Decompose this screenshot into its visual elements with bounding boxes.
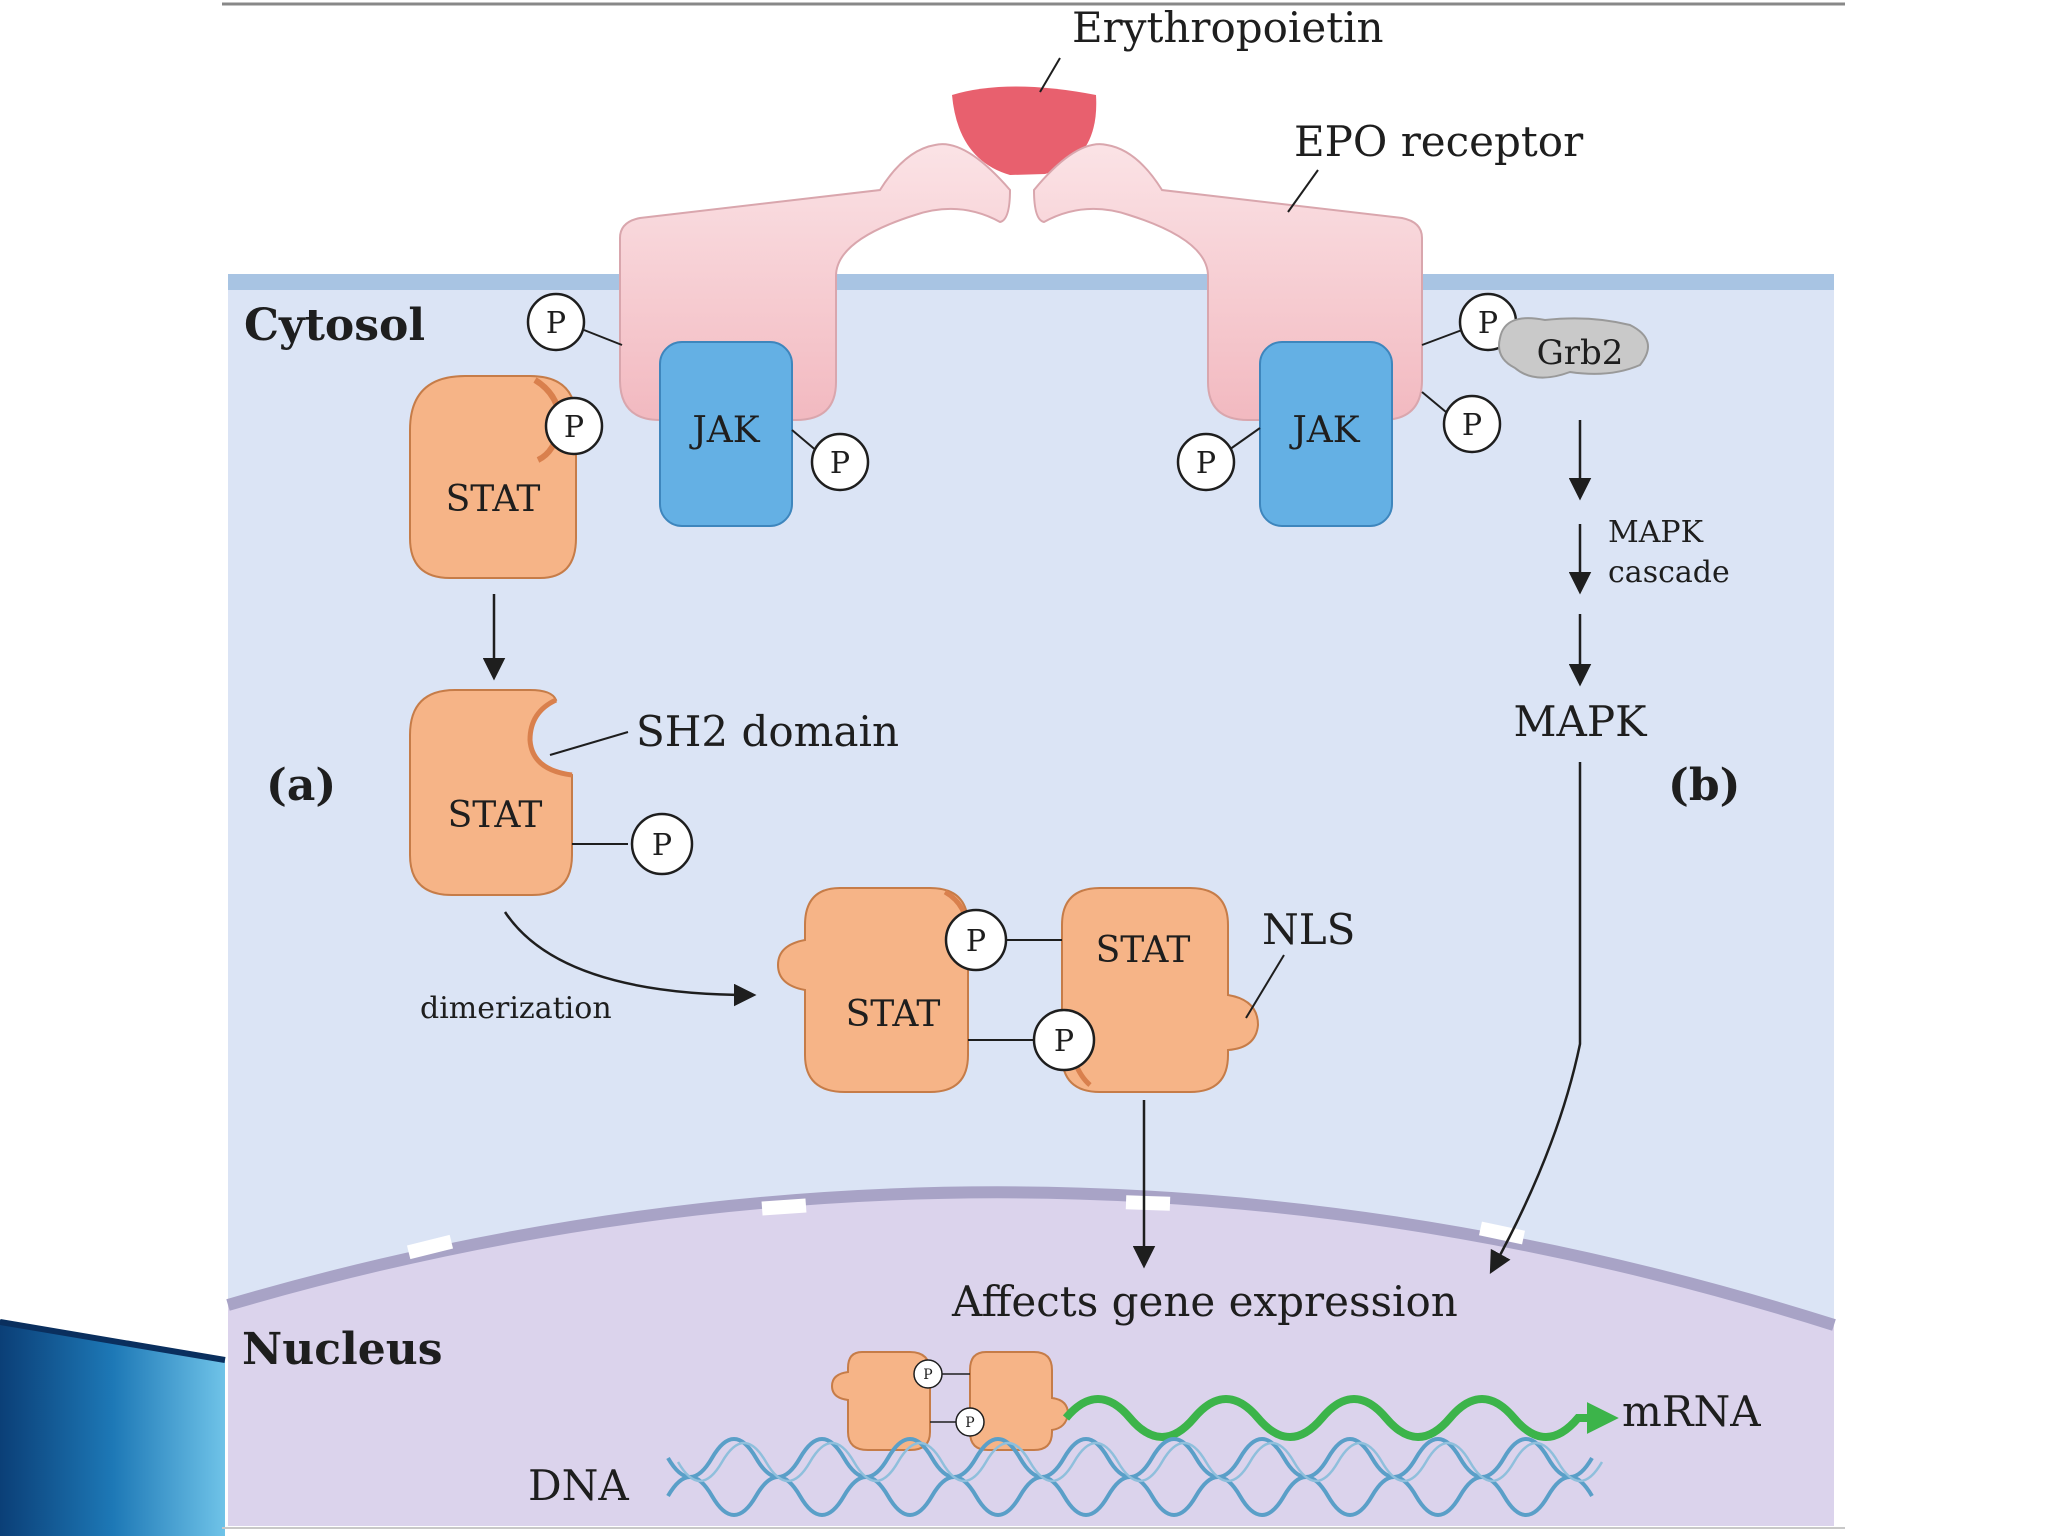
phospho-link	[791, 429, 819, 453]
stat-bound-label: STAT	[446, 479, 541, 520]
phosphate-label: P	[1462, 408, 1482, 443]
stat-dimer-right-label: STAT	[1096, 930, 1191, 971]
stat-dimer-on-dna: P P	[830, 1351, 1070, 1451]
nuclear-pore	[1479, 1221, 1525, 1245]
phosphate-receptor-right-lower	[1442, 394, 1502, 454]
erythropoietin-ligand	[952, 86, 1097, 175]
arrow-mapk-to-nucleus	[1489, 762, 1582, 1274]
grb2-adapter	[1498, 317, 1649, 379]
nucleus-label: Nucleus	[242, 1324, 442, 1375]
phosphate-label: P	[1478, 306, 1498, 341]
jak-left-label: JAK	[688, 410, 760, 451]
mapk-cascade-label-line1: MAPK	[1608, 515, 1704, 550]
dna-label: DNA	[528, 1461, 629, 1510]
stat-phosphorylated-label: STAT	[448, 795, 543, 836]
epo-receptor-leader	[1287, 169, 1319, 213]
nls-leader	[1245, 954, 1285, 1019]
jak-right	[1259, 341, 1393, 527]
mrna-label: mRNA	[1622, 1387, 1761, 1436]
stat-dimer-left	[776, 887, 969, 1093]
nuclear-pore	[406, 1234, 454, 1260]
phosphate-label: P	[923, 1367, 932, 1383]
phosphate-label: P	[546, 306, 566, 341]
nuclear-pore	[761, 1198, 807, 1216]
stat-dimer-left-label: STAT	[846, 994, 941, 1035]
stat-sh2-pocket-edge	[527, 697, 573, 778]
plasma-membrane	[228, 274, 1834, 290]
phospho-link	[583, 329, 623, 346]
nls-label: NLS	[1262, 905, 1355, 954]
stat-dimer-right	[1061, 887, 1260, 1093]
phosphate-receptor-left	[526, 292, 586, 352]
cytosol-label: Cytosol	[244, 300, 425, 351]
mapk-label: MAPK	[1514, 697, 1649, 746]
mapk-cascade-label-line2: cascade	[1608, 555, 1730, 590]
sh2-domain-label: SH2 domain	[636, 707, 899, 756]
erythropoietin-label: Erythropoietin	[1072, 3, 1384, 52]
dna-strand-3	[676, 1441, 1604, 1483]
affects-gene-expression-label: Affects gene expression	[951, 1277, 1458, 1326]
erythropoietin-leader	[1039, 57, 1061, 93]
phosphate-label: P	[830, 446, 850, 481]
phosphate-label: P	[965, 1415, 974, 1431]
phosphate-stat-free	[630, 812, 694, 876]
mrna-arrow	[1062, 1395, 1619, 1441]
dna-helix	[666, 1437, 1604, 1517]
phosphate-label: P	[652, 828, 672, 863]
sh2-domain-leader	[549, 731, 629, 756]
panel-b-label: (b)	[1668, 760, 1740, 811]
phospho-link	[1421, 391, 1447, 413]
panel-a-label: (a)	[266, 760, 336, 811]
slide-accent-line	[0, 1319, 226, 1363]
epo-receptor-label: EPO receptor	[1294, 117, 1584, 166]
phosphate-label: P	[1054, 1024, 1074, 1059]
slide-accent-shape	[0, 1320, 225, 1536]
phosphate-jak-left	[810, 432, 870, 492]
stat-bound	[409, 375, 577, 579]
nuclear-envelope	[226, 1186, 1836, 1331]
phosphate-label: P	[1196, 446, 1216, 481]
phosphate-stat-bound	[544, 396, 604, 456]
nuclear-pore	[1125, 1195, 1171, 1211]
arrow-dimerization	[503, 911, 757, 1007]
jak-left	[659, 341, 793, 527]
jak-right-label: JAK	[1288, 410, 1360, 451]
phosphate-label: P	[564, 410, 584, 445]
grb2-label: Grb2	[1537, 333, 1624, 373]
dimerization-label: dimerization	[420, 991, 612, 1026]
phospho-link	[1421, 329, 1463, 346]
stat-dimer	[776, 887, 1260, 1093]
phosphate-label: P	[966, 924, 986, 959]
phosphate-jak-right	[1176, 432, 1236, 492]
